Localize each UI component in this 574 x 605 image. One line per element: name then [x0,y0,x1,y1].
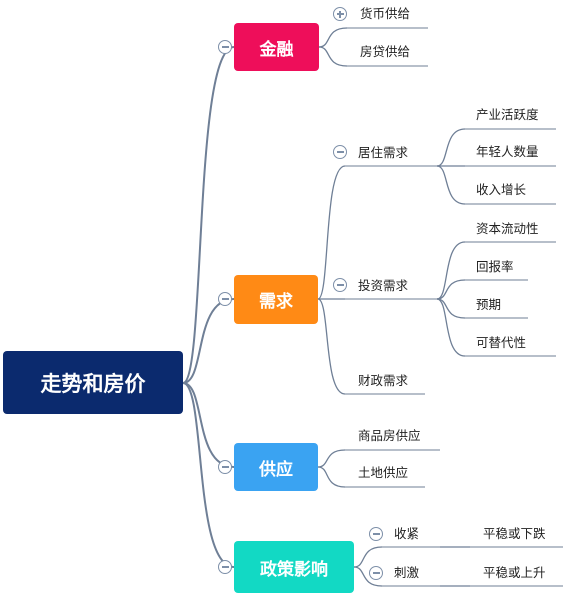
node-young-population[interactable]: 年轻人数量 [476,144,539,159]
collapse-policy-icon[interactable] [218,560,232,574]
node-industry-activity[interactable]: 产业活跃度 [476,107,539,122]
connector-finance-money [318,27,348,48]
node-investment-demand[interactable]: 投资需求 [358,278,409,293]
connector-investment-leaf-1 [436,279,466,300]
connector-root-finance [182,46,235,384]
node-money-supply[interactable]: 货币供给 [360,6,411,21]
node-return-rate[interactable]: 回报率 [476,259,514,274]
node-substitutability[interactable]: 可替代性 [476,335,527,350]
node-stable-or-fall[interactable]: 平稳或下跌 [483,526,546,541]
connector-root-policy [182,382,235,568]
connector-finance-mortgage [318,46,348,67]
node-capital-liquidity[interactable]: 资本流动性 [476,221,539,236]
collapse-finance-icon[interactable] [218,40,232,54]
node-land-supply[interactable]: 土地供应 [358,465,409,480]
connector-demand-fiscal [317,298,346,395]
node-commercial-housing-supply[interactable]: 商品房供应 [358,428,421,443]
expand-money-supply-icon[interactable] [333,7,347,21]
collapse-stimulus-icon[interactable] [369,566,383,580]
connector-supply-land [317,466,346,488]
node-stimulus[interactable]: 刺激 [394,565,420,580]
node-income-growth[interactable]: 收入增长 [476,182,527,197]
connector-root-demand [182,298,235,384]
connector-supply-commercial [317,449,346,468]
branch-demand[interactable]: 需求 [234,275,318,324]
connector-investment-leaf-0 [436,241,466,300]
root-node[interactable]: 走势和房价 [3,351,183,414]
node-tightening[interactable]: 收紧 [394,526,420,541]
connector-living-leaf-2 [436,165,466,205]
node-mortgage-supply[interactable]: 房贷供给 [360,44,411,59]
node-expectation[interactable]: 预期 [476,297,502,312]
connector-policy-tightening [353,546,383,568]
node-fiscal-demand[interactable]: 财政需求 [358,373,409,388]
connector-demand-living [317,165,346,300]
branch-finance[interactable]: 金融 [234,23,319,71]
connector-living-leaf-0 [436,128,466,167]
collapse-supply-icon[interactable] [218,460,232,474]
collapse-investment-demand-icon[interactable] [333,278,347,292]
connector-investment-leaf-3 [436,298,466,357]
branch-policy[interactable]: 政策影响 [234,541,354,593]
connector-policy-stimulus [353,566,383,587]
node-living-demand[interactable]: 居住需求 [358,145,409,160]
branch-supply[interactable]: 供应 [234,443,318,491]
node-stable-or-rise[interactable]: 平稳或上升 [483,565,546,580]
collapse-tightening-icon[interactable] [369,527,383,541]
collapse-living-demand-icon[interactable] [333,145,347,159]
collapse-demand-icon[interactable] [218,292,232,306]
